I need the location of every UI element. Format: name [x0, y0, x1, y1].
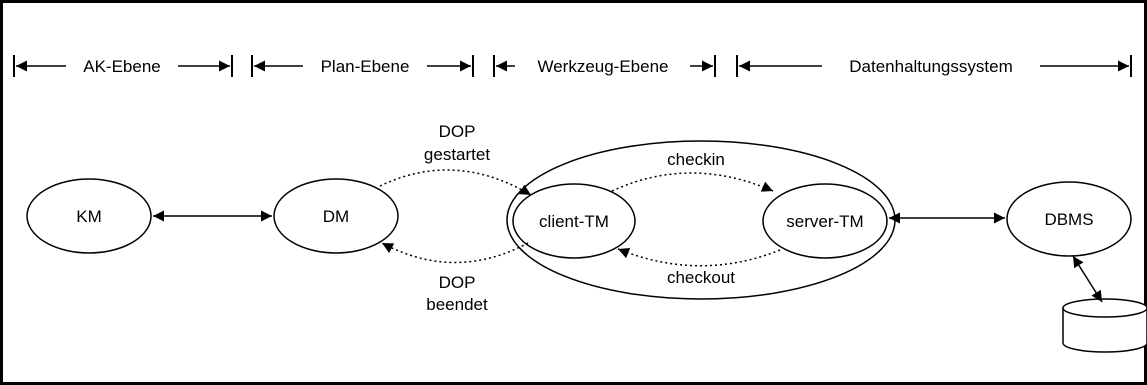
flow-checkin-label: checkin — [667, 150, 725, 169]
level-daten: Datenhaltungssystem — [736, 55, 1132, 77]
node-dm-label: DM — [323, 207, 349, 226]
flow-checkin — [611, 172, 774, 192]
database-cylinder-icon — [1062, 298, 1147, 353]
level-ak: AK-Ebene — [13, 55, 233, 77]
level-plan: Plan-Ebene — [251, 55, 474, 77]
connector-dbms-db — [1072, 255, 1103, 303]
node-dbms: DBMS — [1006, 181, 1132, 257]
flow-checkout — [617, 248, 781, 267]
node-km: KM — [26, 178, 152, 254]
flow-dop-end-label-1: DOP — [439, 273, 476, 292]
level-ak-label: AK-Ebene — [83, 57, 161, 76]
level-werkzeug: Werkzeug-Ebene — [493, 55, 716, 77]
flow-dop-start-label-1: DOP — [439, 122, 476, 141]
node-dbms-label: DBMS — [1044, 210, 1093, 229]
node-km-label: KM — [76, 207, 102, 226]
node-server-tm: server-TM — [762, 183, 888, 259]
flow-dop-end-label-2: beendet — [426, 295, 488, 314]
flow-dop-start-label-2: gestartet — [424, 145, 490, 164]
node-server-tm-label: server-TM — [786, 212, 863, 231]
level-werkzeug-label: Werkzeug-Ebene — [537, 57, 668, 76]
level-daten-label: Datenhaltungssystem — [849, 57, 1012, 76]
node-client-tm: client-TM — [512, 183, 636, 259]
level-bar: AK-Ebene Plan-Ebene Werkzeug-Ebene Daten… — [13, 55, 1132, 77]
flow-dop-end — [381, 242, 529, 264]
flow-dop-start — [379, 169, 532, 196]
node-dm: DM — [273, 178, 399, 254]
level-plan-label: Plan-Ebene — [321, 57, 410, 76]
node-client-tm-label: client-TM — [539, 212, 609, 231]
flow-checkout-label: checkout — [667, 268, 735, 287]
